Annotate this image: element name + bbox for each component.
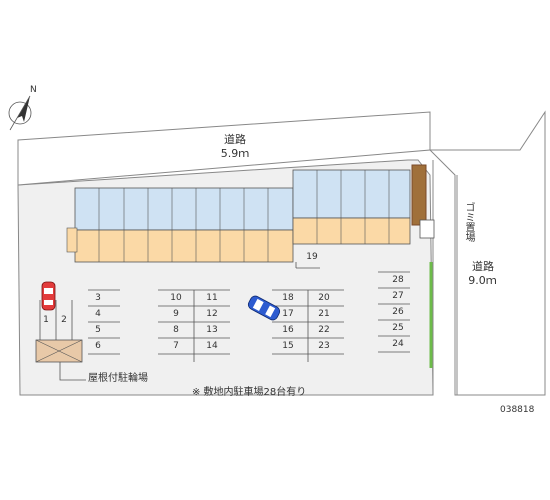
- parking-number: 20: [318, 293, 330, 303]
- parking-number: 15: [282, 341, 294, 351]
- top-road-width: 5.9ｍ: [220, 147, 250, 160]
- right-road-name: 道路: [472, 260, 494, 273]
- parking-number: 13: [206, 325, 218, 335]
- bike-shelter-label: 屋根付駐輪場: [88, 373, 148, 384]
- parking-number: 21: [318, 309, 330, 319]
- parking-number: 19: [306, 252, 318, 262]
- building-left: [74, 187, 294, 263]
- parking-number: 1: [43, 315, 49, 325]
- blue-car-icon: [247, 295, 281, 321]
- parking-number: 3: [95, 293, 101, 303]
- red-car-icon: [41, 281, 56, 311]
- unit-dividers: [98, 170, 390, 262]
- north-arrow-icon: [8, 95, 32, 131]
- parking-number: 28: [392, 275, 404, 285]
- parking-number: 9: [173, 309, 179, 319]
- parking-stall-lines: [88, 262, 410, 362]
- parking-number: 14: [206, 341, 218, 351]
- map-id: 038818: [500, 405, 535, 415]
- parking-number: 16: [282, 325, 294, 335]
- parking-number: 11: [206, 293, 218, 303]
- parking-number: 5: [95, 325, 101, 335]
- parking-lines-left: [39, 300, 73, 340]
- garbage-box: [419, 219, 435, 239]
- parking-number: 22: [318, 325, 330, 335]
- building-right: [292, 169, 411, 245]
- right-road-width: 9.0ｍ: [468, 274, 497, 287]
- parking-number: 12: [206, 309, 218, 319]
- parking-number: 26: [392, 307, 404, 317]
- parking-number: 6: [95, 341, 101, 351]
- parking-note: ※ 敷地内駐車場28台有り: [192, 387, 307, 398]
- parking-number: 23: [318, 341, 330, 351]
- parking-number: 2: [61, 315, 67, 325]
- boundary-wall: [411, 164, 427, 226]
- right-road: [428, 110, 546, 396]
- compass-label: N: [30, 85, 37, 95]
- top-road-name: 道路: [224, 133, 246, 146]
- parking-number: 24: [392, 339, 404, 349]
- parking-number: 18: [282, 293, 294, 303]
- parking-number: 8: [173, 325, 179, 335]
- garbage-label: ゴミ置場: [463, 202, 474, 242]
- parking-number: 7: [173, 341, 179, 351]
- parking-number: 25: [392, 323, 404, 333]
- parking-number: 10: [170, 293, 182, 303]
- parking-number: 17: [282, 309, 294, 319]
- parking-number: 27: [392, 291, 404, 301]
- parking-number: 4: [95, 309, 101, 319]
